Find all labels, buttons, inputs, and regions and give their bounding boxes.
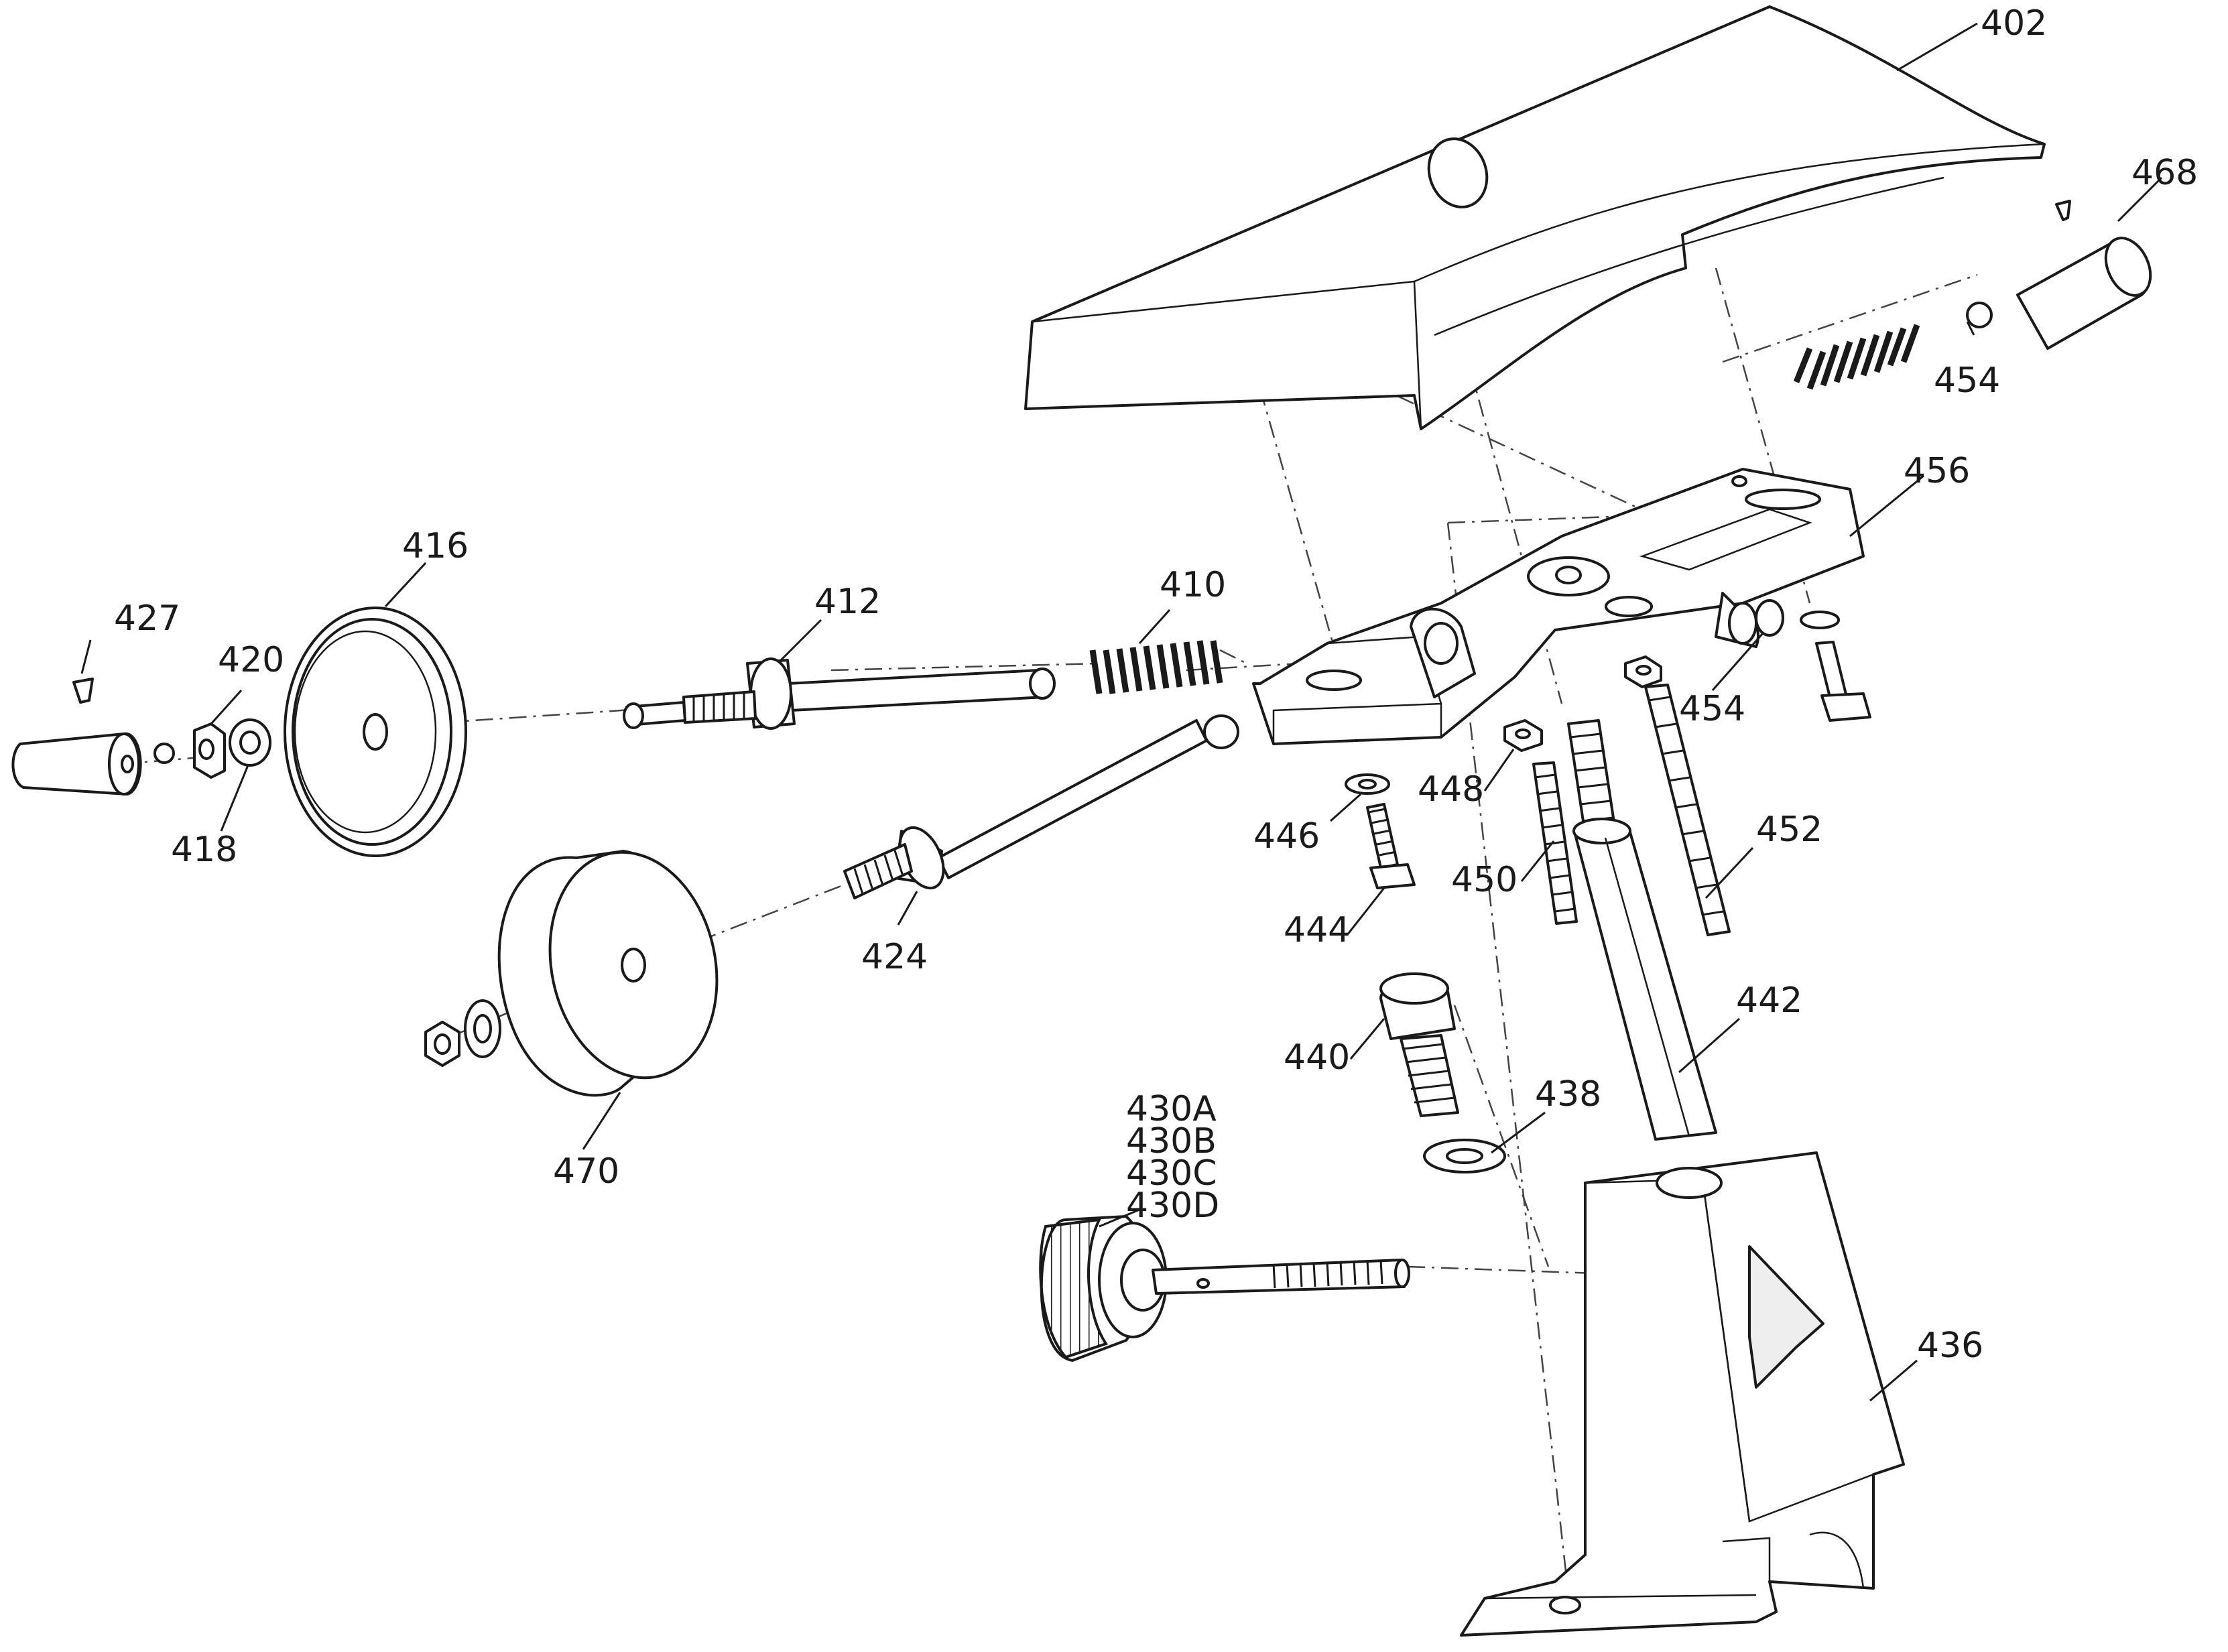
label-418: 418	[171, 830, 237, 870]
label-442: 442	[1736, 980, 1802, 1021]
label-410: 410	[1160, 565, 1226, 605]
label-450: 450	[1451, 860, 1518, 900]
label-430A: 430A	[1126, 1089, 1217, 1129]
label-452: 452	[1756, 810, 1822, 850]
part-452-stud	[1644, 684, 1731, 936]
part-470-wheel	[497, 850, 719, 1097]
label-402: 402	[1981, 3, 2047, 44]
part-454-ring-lower	[1755, 599, 1784, 637]
part-442-column	[1567, 719, 1717, 1141]
part-454-ring-upper	[1966, 302, 1993, 328]
label-412: 412	[814, 582, 881, 622]
part-444-screw	[1366, 803, 1416, 889]
part-438-washer	[1423, 1139, 1506, 1173]
label-444: 444	[1284, 910, 1350, 950]
label-430D: 430D	[1126, 1186, 1219, 1226]
part-468-pin	[2016, 200, 2152, 350]
part-436-base	[1460, 1151, 1905, 1637]
label-427: 427	[114, 598, 180, 639]
leader-lines	[80, 22, 2163, 1402]
upper-compression-spring	[1793, 324, 1920, 390]
label-454-upper: 454	[1934, 361, 2000, 401]
washer-and-screw-right	[1800, 611, 1871, 722]
label-416: 416	[402, 526, 469, 566]
label-448: 448	[1418, 769, 1484, 810]
part-448-nut	[1503, 655, 1662, 752]
label-440: 440	[1284, 1037, 1350, 1078]
label-446: 446	[1253, 816, 1320, 856]
label-438: 438	[1535, 1074, 1601, 1115]
label-436: 436	[1917, 1326, 1983, 1366]
part-450-stud	[1532, 761, 1578, 925]
part-440-bolt	[1379, 972, 1459, 1117]
label-456: 456	[1904, 451, 1970, 491]
label-454-lower: 454	[1679, 689, 1745, 729]
label-468: 468	[2131, 153, 2198, 193]
part-456-bracket	[1252, 468, 1865, 745]
part-410-spring	[1089, 640, 1223, 694]
part-446-washer	[1345, 773, 1390, 795]
nut-washer-470	[424, 999, 501, 1067]
label-424: 424	[861, 937, 928, 977]
label-430C: 430C	[1126, 1153, 1217, 1194]
part-427-pin	[11, 678, 175, 796]
label-470: 470	[553, 1151, 619, 1192]
part-402-top-cover	[1024, 5, 2046, 430]
part-416-wheel	[284, 607, 467, 857]
part-430-knob-screw	[1039, 1215, 1410, 1362]
part-412-shaft	[623, 657, 1056, 730]
label-420: 420	[218, 640, 284, 680]
part-420-nut	[193, 722, 226, 779]
part-labels: 402 468 454 456 416 427 420 418 412 410 …	[114, 3, 2198, 1366]
part-418-washer	[229, 718, 271, 767]
label-430B: 430B	[1126, 1121, 1217, 1161]
part-424-shaft	[843, 714, 1239, 899]
